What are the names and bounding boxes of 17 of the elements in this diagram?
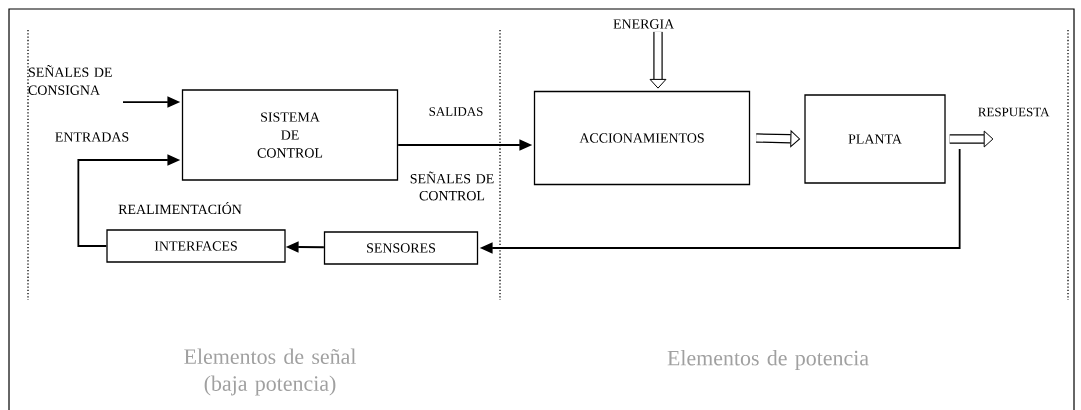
- process-box: SENSORES: [323, 231, 479, 265]
- process-box: INTERFACES: [106, 229, 286, 263]
- process-box: PLANTA: [804, 94, 946, 184]
- text-label: Elementos de señal (baja potencia): [184, 348, 356, 396]
- text-label: REALIMENTACIÓN: [118, 201, 242, 215]
- block-arrow: [756, 130, 801, 148]
- block-arrow: [949, 130, 994, 148]
- edge-label: SALIDAS: [427, 106, 485, 117]
- input-label: ENERGIA: [613, 19, 675, 29]
- block-arrow: [649, 31, 667, 89]
- edge-label: RESPUESTA: [976, 106, 1051, 118]
- text-label: Elementos de potencia: [667, 350, 869, 370]
- text-label: ENTRADAS: [55, 132, 129, 142]
- process-box: SISTEMA DE CONTROL: [181, 89, 399, 181]
- input-label: SEÑALES DE CONSIGNA: [28, 65, 112, 95]
- text-label: SEÑALES DE CONTROL: [410, 171, 494, 201]
- process-box: ACCIONAMIENTOS: [533, 90, 751, 186]
